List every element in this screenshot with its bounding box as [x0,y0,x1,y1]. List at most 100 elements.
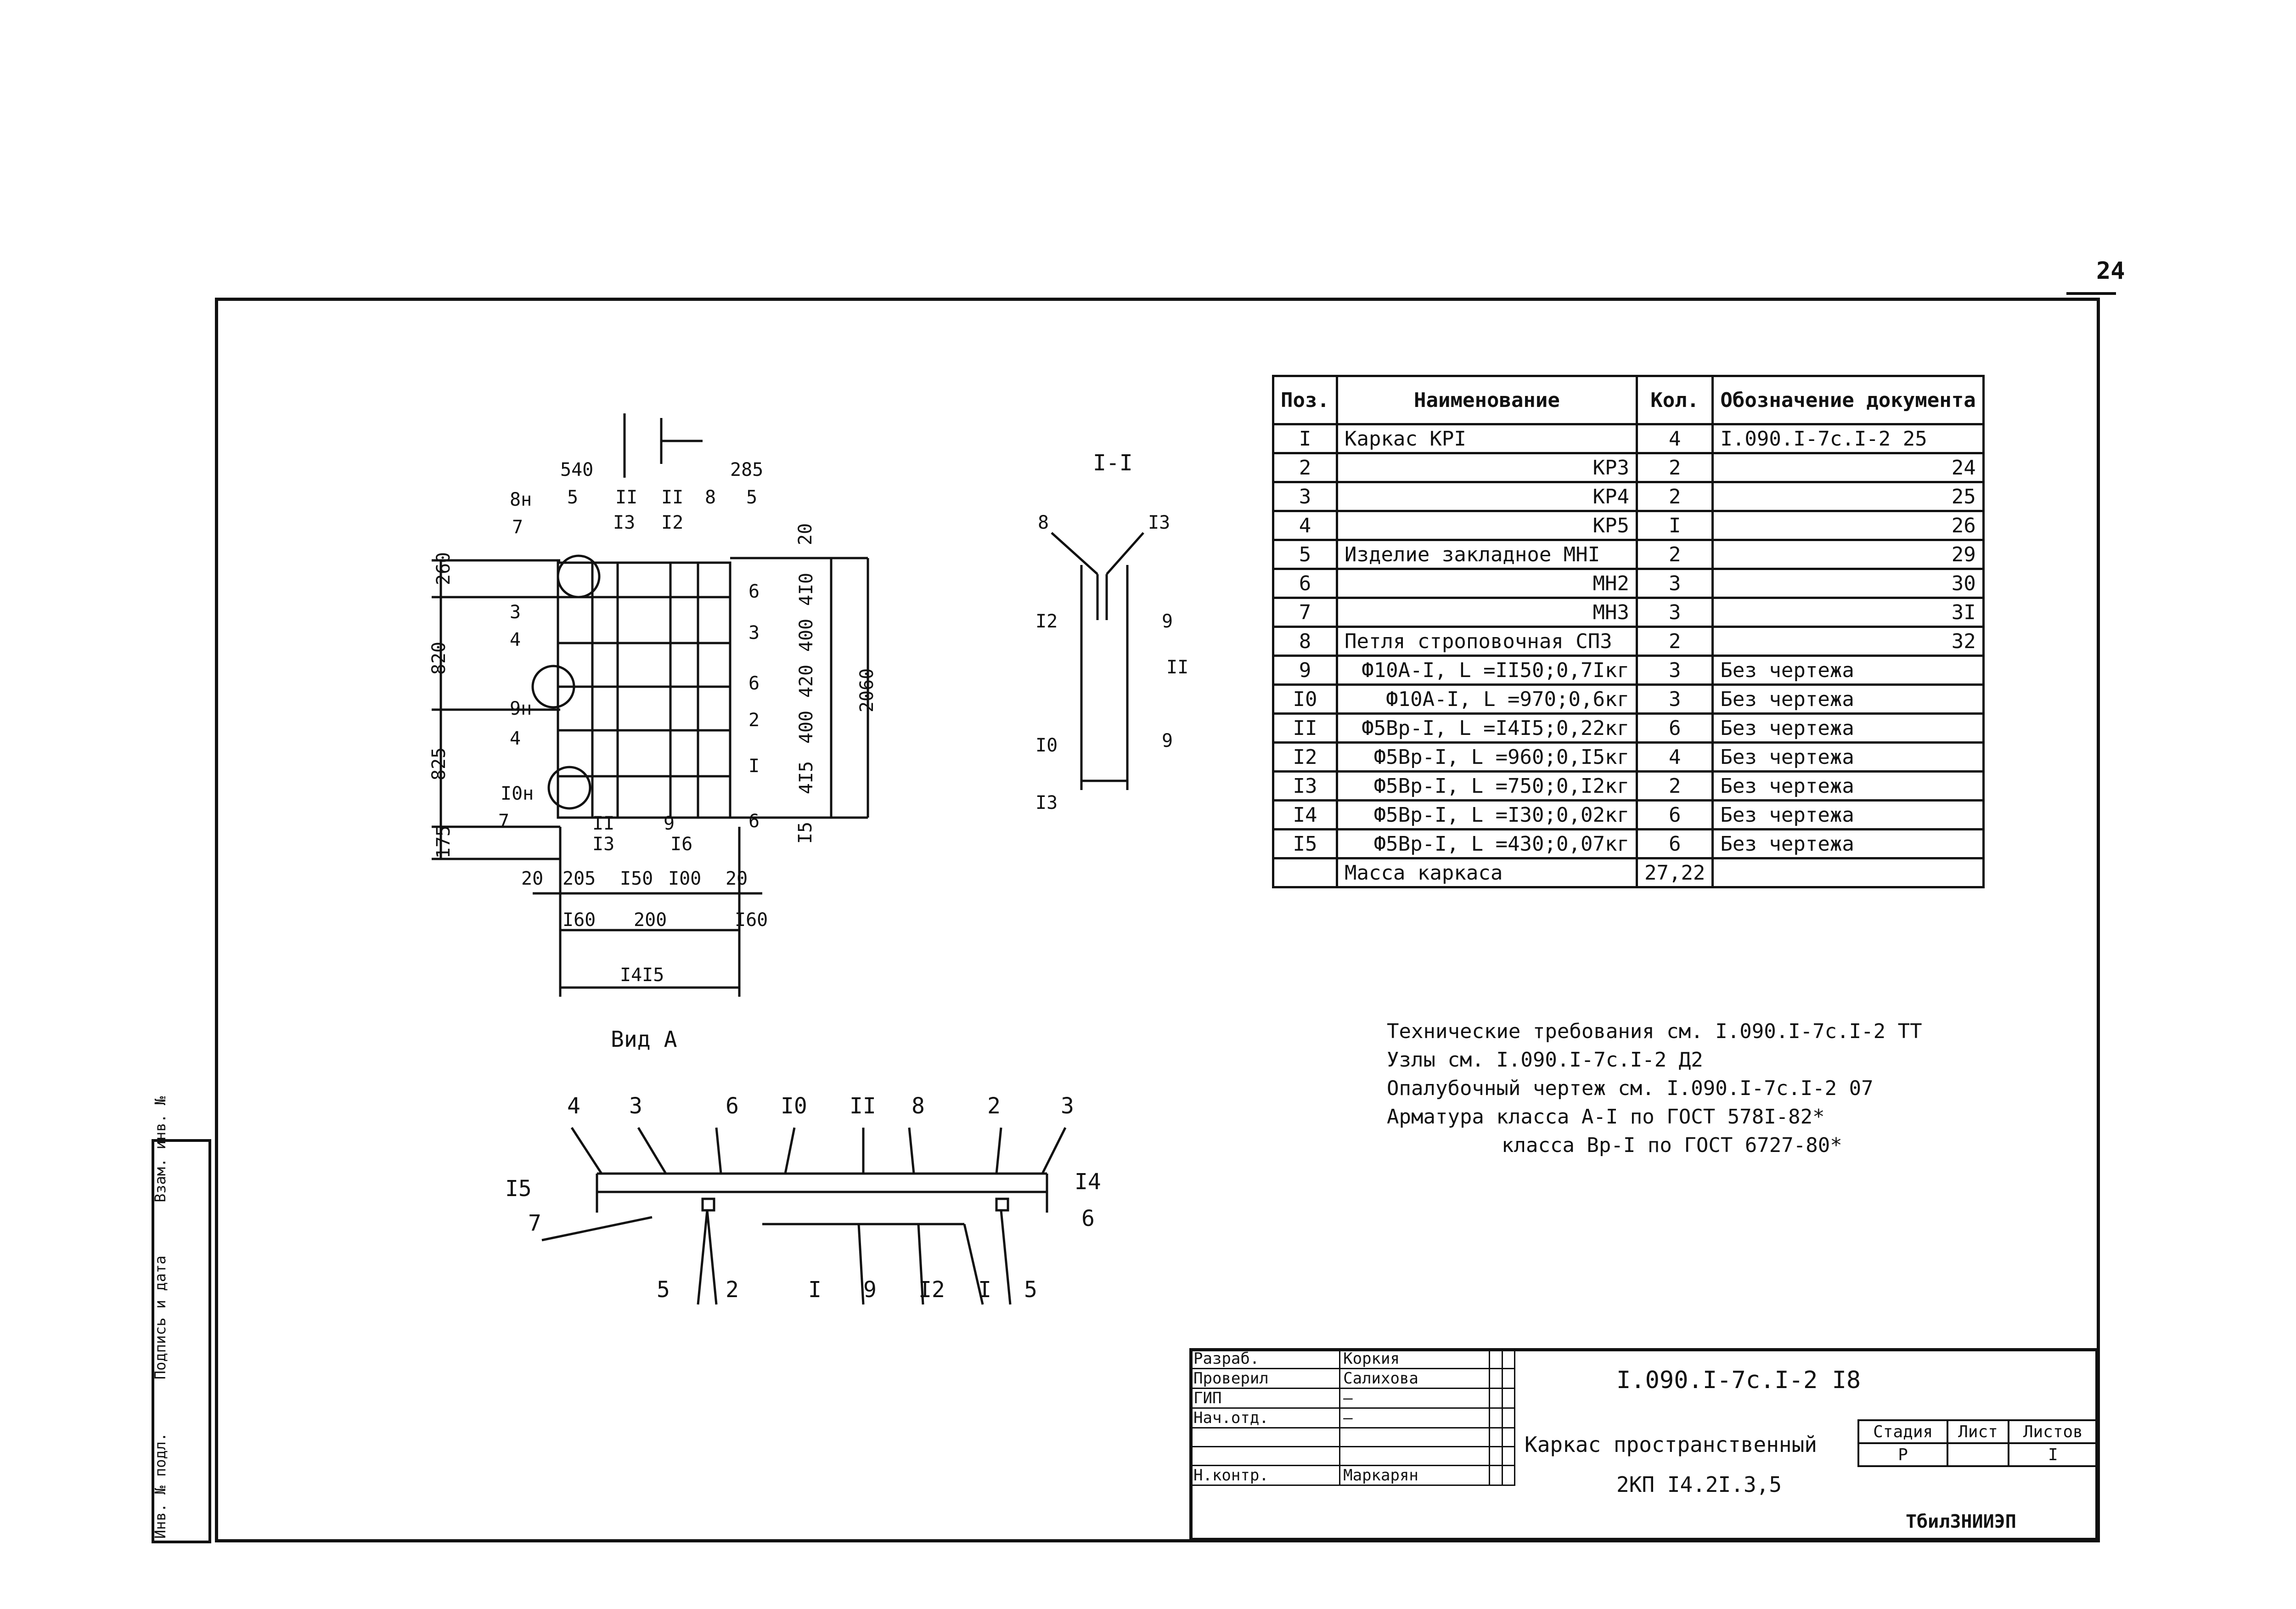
signature-row: Н.контр.Маркарян [1189,1465,1516,1486]
spec-cell-pos: 8 [1272,626,1338,657]
spec-cell-doc: Без чертежа [1711,770,1985,802]
signature-role: Н.контр. [1189,1465,1341,1486]
plan-label: II [592,813,615,834]
spec-cell-doc: 3I [1711,597,1985,628]
spec-cell-pos: I2 [1272,741,1338,773]
spec-header-name: Наименование [1335,375,1638,425]
view-pos-label: II [850,1093,876,1119]
plan-label: 7 [498,811,510,832]
spec-cell-name: Ф10А-I, L =970;0,6кг [1335,683,1638,715]
spec-cell-qty: 3 [1635,683,1714,715]
view-pos-label: 3 [1061,1093,1074,1119]
plan-label: 3 [748,622,760,644]
dim-bottom: 205 [563,868,596,889]
spec-cell-doc: 25 [1711,481,1985,512]
dim-right: 4I0 [796,572,817,606]
view-pos-label: I4 [1075,1169,1101,1195]
dim-bottom-2: 200 [634,909,667,931]
spec-cell-qty: 2 [1635,452,1714,483]
signature-row: Разраб.Коркия [1189,1348,1516,1369]
spec-cell-name: КР5 [1335,510,1638,541]
spec-cell-qty: I [1635,510,1714,541]
view-pos-label: 5 [1024,1277,1037,1303]
spec-cell-name: Ф5Вр-I, L =I30;0,02кг [1335,799,1638,830]
plan-label: 5 [567,487,579,508]
signature-name: — [1339,1407,1491,1428]
dim-right: I5 [795,821,816,844]
signature-role [1189,1446,1341,1466]
spec-cell-doc: 29 [1711,539,1985,570]
spec-cell-qty: 2 [1635,481,1714,512]
dim-left: 260 [433,552,455,586]
section-pos-label: II [1166,657,1189,678]
dim-bottom: I00 [668,868,702,889]
note-line: Опалубочный чертеж см. I.090.I-7с.I-2 07 [1387,1077,1874,1100]
signature-date [1501,1388,1516,1409]
spec-header-pos: Поз. [1272,375,1338,425]
plan-label: 9н [510,698,532,719]
drawing-title: Каркас пространственный [1525,1432,1817,1457]
plan-label: I2 [661,512,684,533]
spec-cell-doc [1711,857,1985,888]
signature-date [1501,1446,1516,1466]
signature-name: Коркия [1339,1348,1491,1369]
signature-name: — [1339,1388,1491,1409]
spec-cell-name: Каркас КРI [1335,423,1638,454]
section-pos-label: I0 [1035,735,1058,756]
spec-cell-qty: 3 [1635,597,1714,628]
plan-label: 4 [510,629,521,650]
dim-top-right: 285 [730,459,764,480]
dim-top-left: 540 [560,459,594,480]
spec-cell-pos: I [1272,423,1338,454]
view-pos-label: I2 [918,1277,945,1303]
view-pos-label: I5 [505,1176,532,1202]
spec-cell-doc: Без чертежа [1711,683,1985,715]
plan-label: 3 [510,602,521,623]
spec-cell-qty: 6 [1635,712,1714,744]
plan-label: I0н [501,783,534,804]
dim-bottom: 20 [521,868,544,889]
plan-label: 5 [746,487,758,508]
spec-cell-name: КР3 [1335,452,1638,483]
stage-grid: Стадия Лист Листов Р I [1857,1419,2099,1543]
plan-label: II [615,487,638,508]
signature-date [1501,1465,1516,1486]
section-label: I-I [1093,450,1133,476]
spec-cell-pos: 2 [1272,452,1338,483]
signature-name: Маркарян [1339,1465,1491,1486]
spec-cell-doc: 30 [1711,568,1985,599]
spec-cell-pos [1272,857,1338,888]
spec-cell-pos: 4 [1272,510,1338,541]
spec-cell-qty: 4 [1635,741,1714,773]
plan-label: II [661,487,684,508]
plan-label: 9 [664,813,675,834]
signature-role: ГИП [1189,1388,1341,1409]
dim-right: 400 [796,710,817,744]
view-pos-label: 8 [912,1093,925,1119]
spec-cell-doc: 26 [1711,510,1985,541]
signature-role: Нач.отд. [1189,1407,1341,1428]
view-pos-label: 7 [528,1210,541,1236]
margin-stamp [152,1139,211,1543]
section-pos-label: 9 [1162,611,1173,632]
section-pos-label: 9 [1162,730,1173,751]
dim-bottom-2: I60 [563,909,596,931]
dim-right: 420 [796,664,817,698]
plan-label: 7 [512,517,523,538]
spec-cell-qty: 2 [1635,626,1714,657]
plan-label: 2 [748,710,760,731]
spec-cell-name: Ф10А-I, L =II50;0,7Iкг [1335,655,1638,686]
stage-value: Р [1857,1442,1949,1467]
dim-bottom-2: I60 [735,909,768,931]
spec-cell-doc: Без чертежа [1711,799,1985,830]
